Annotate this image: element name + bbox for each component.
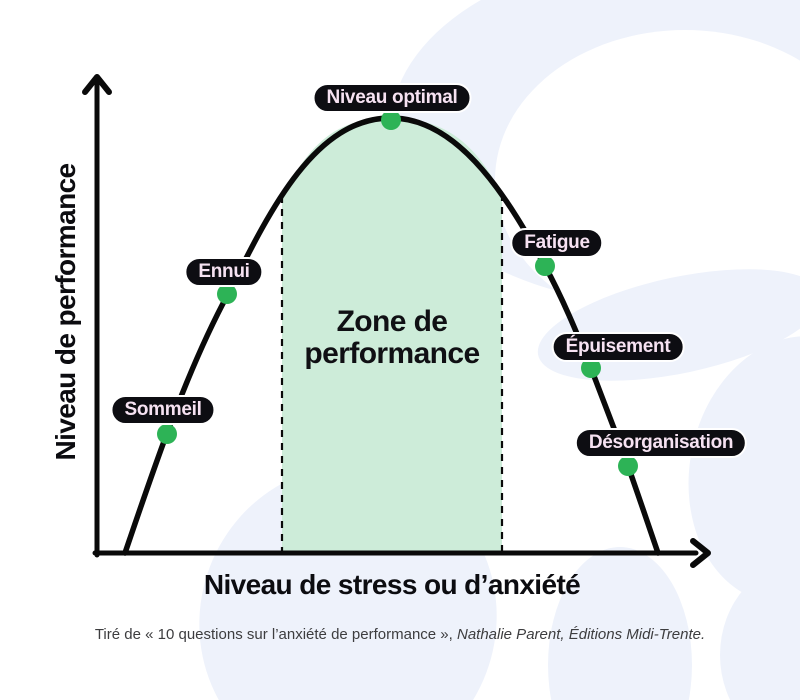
point-label-ennui: Ennui (184, 257, 264, 287)
point-label-desorganisation: Désorganisation (574, 428, 748, 458)
blob-right-foot (720, 560, 800, 700)
zone-fill (282, 118, 502, 553)
x-axis-label: Niveau de stress ou d’anxiété (203, 569, 581, 600)
point-dot-sommeil (157, 424, 177, 444)
point-label-sommeil: Sommeil (110, 395, 216, 425)
point-dot-desorganisation (618, 456, 638, 476)
y-axis-label: Niveau de performance (50, 163, 81, 461)
zone-label-line1: Zone de (336, 305, 448, 338)
blob-right-band (688, 336, 800, 604)
blob-middle-foot (548, 547, 692, 700)
point-dot-ennui (217, 284, 237, 304)
point-label-niveau-optimal: Niveau optimal (312, 83, 472, 113)
point-dot-epuisement (581, 358, 601, 378)
source-caption-prefix: Tiré de « 10 questions sur l’anxiété de … (94, 626, 457, 643)
point-label-fatigue: Fatigue (510, 228, 604, 258)
zone-label-line2: performance (304, 337, 480, 370)
y-axis-arrow-icon (82, 74, 112, 95)
source-caption-reference: Nathalie Parent, Éditions Midi-Trente. (456, 626, 706, 643)
x-axis-arrow-icon (690, 538, 711, 568)
zone-label: Zone de performance (304, 305, 480, 370)
point-label-epuisement: Épuisement (551, 332, 685, 362)
point-dot-fatigue (535, 256, 555, 276)
source-caption: Tiré de « 10 questions sur l’anxiété de … (0, 626, 800, 643)
point-dot-niveau-optimal (381, 110, 401, 130)
